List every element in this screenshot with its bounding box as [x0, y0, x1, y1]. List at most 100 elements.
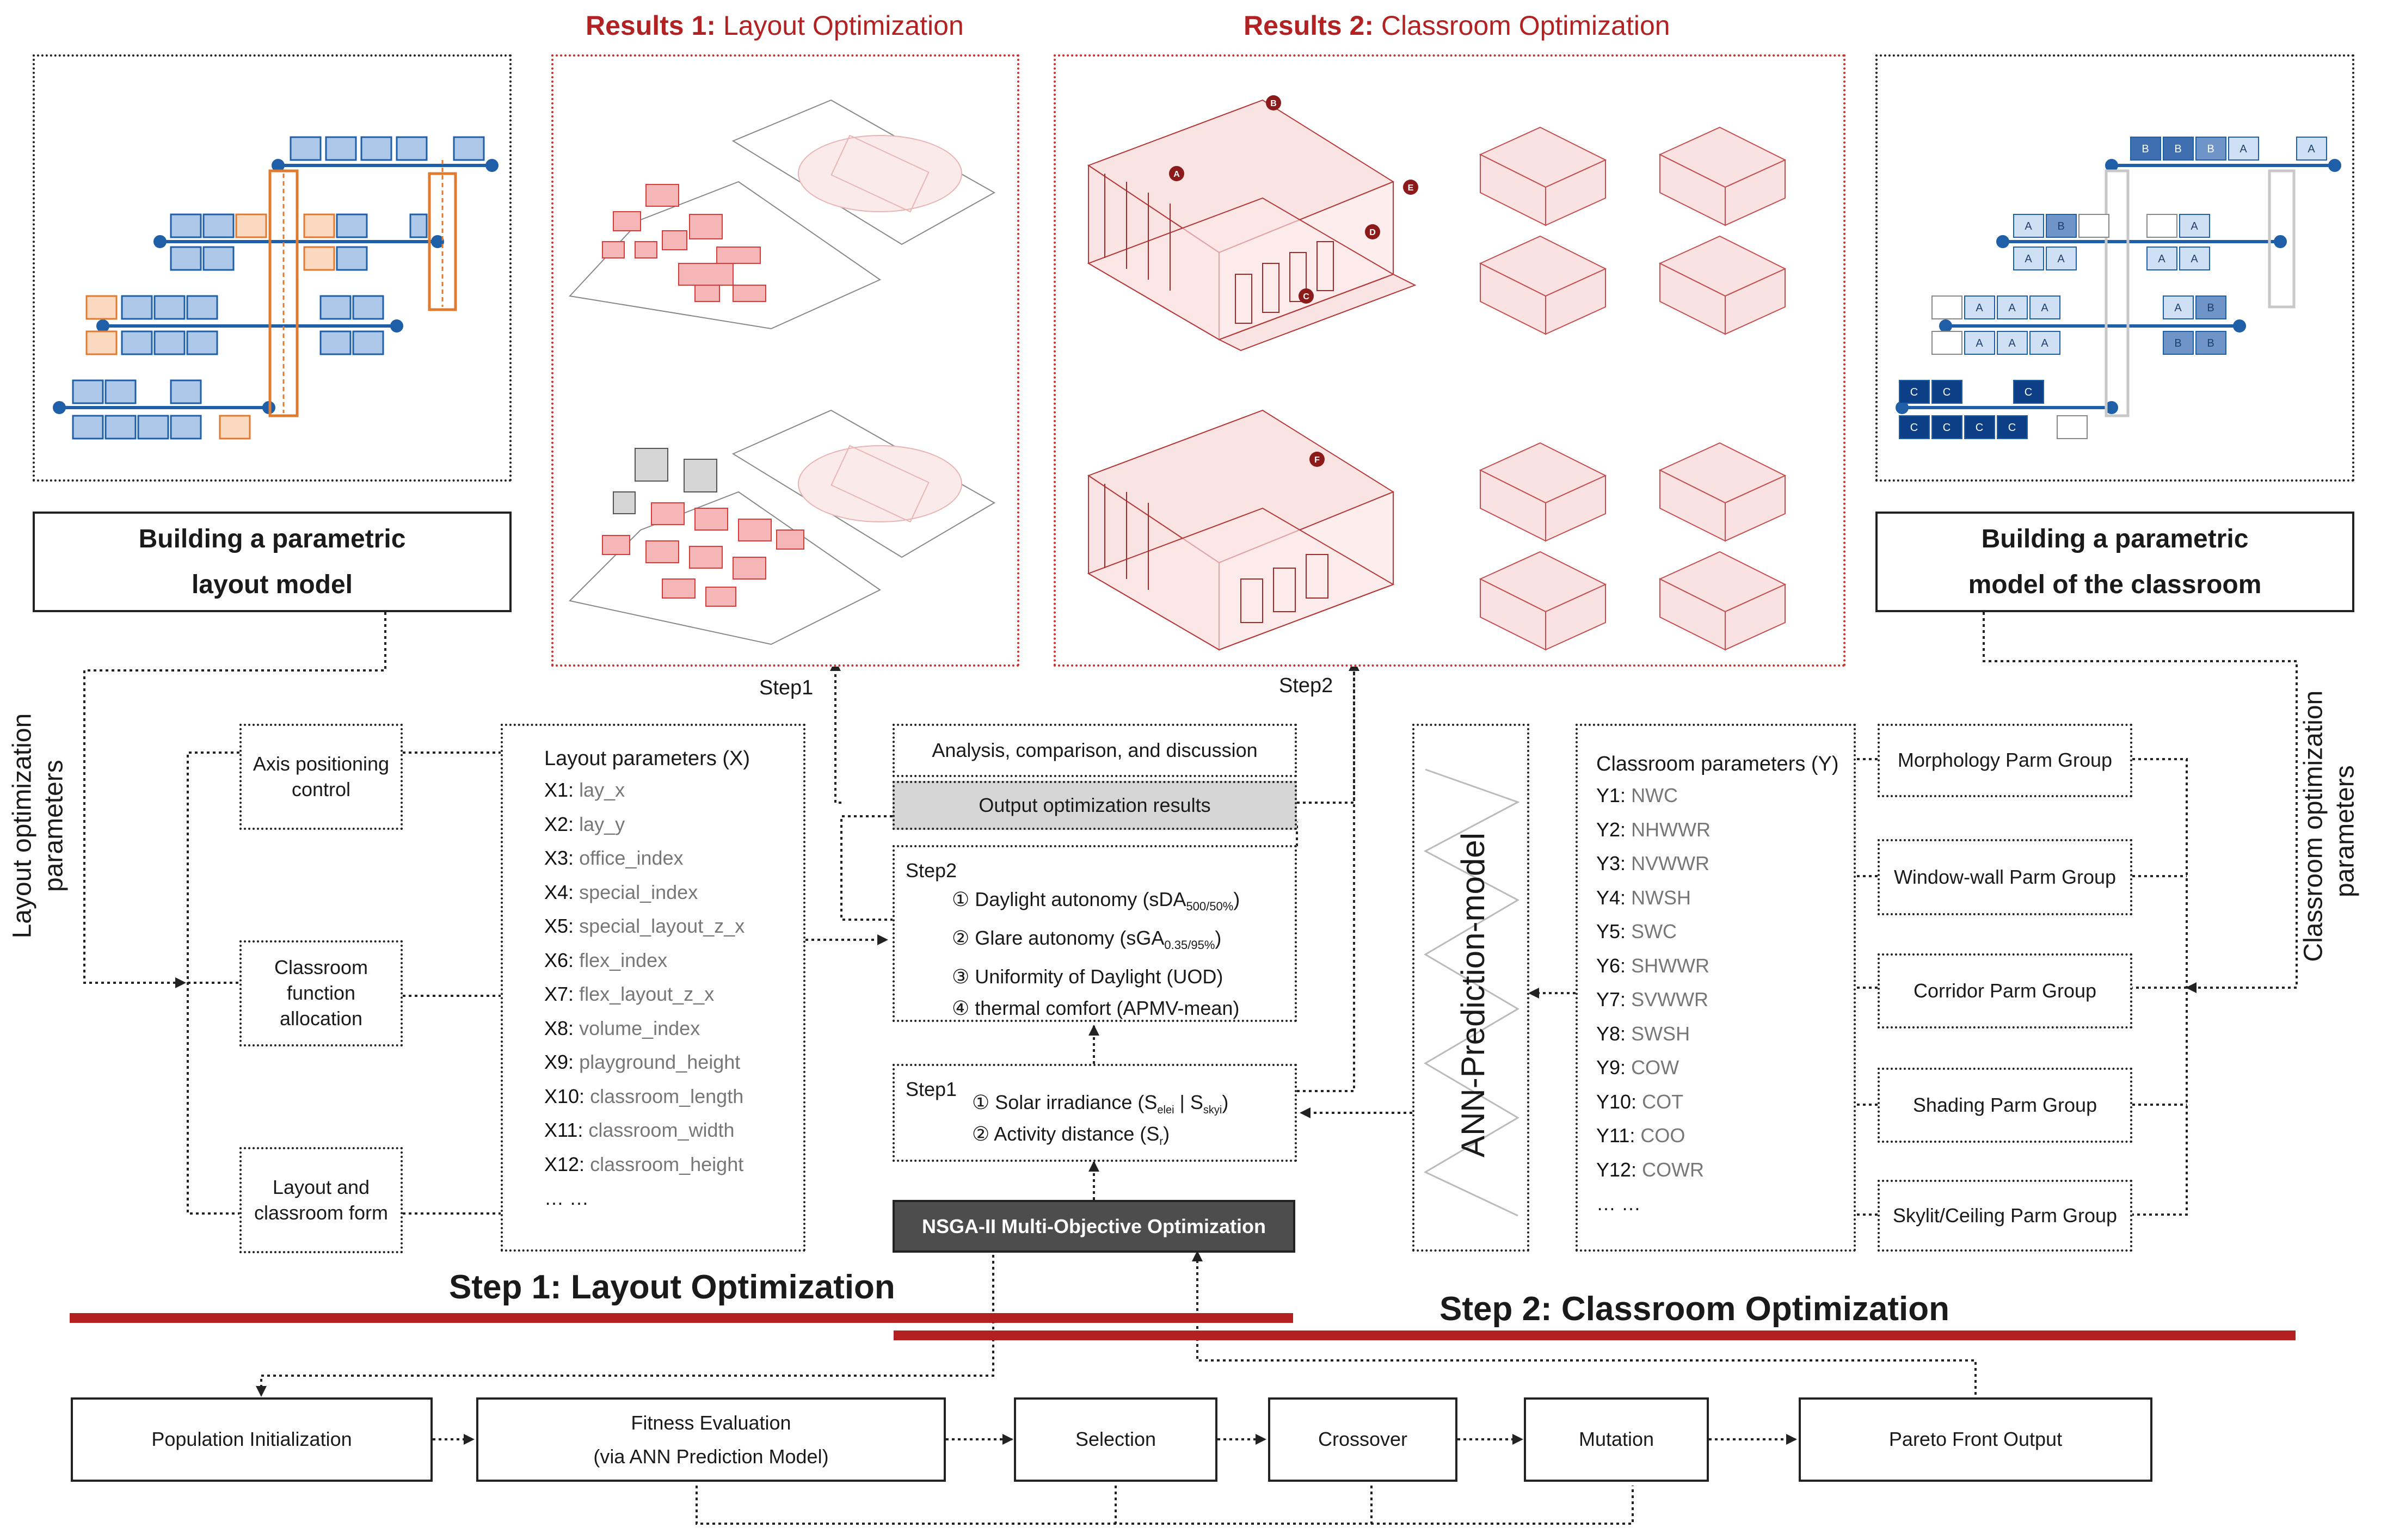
marker-f: F — [1314, 455, 1320, 465]
layout-model-line1: Building a parametric — [138, 524, 406, 553]
step1-objectives-box: Step1 ① Solar irradiance (Selei | Sskyi)… — [893, 1064, 1297, 1162]
pareto-front-output-box: Pareto Front Output — [1799, 1397, 2152, 1482]
layout-param-value: lay_x — [579, 779, 625, 802]
classroom-param-value: SWC — [1631, 920, 1677, 943]
layout-param-key: X9: — [544, 1051, 574, 1074]
layout-params-title: Layout parameters (X) — [544, 747, 750, 770]
classroom-param-item: Y12: COWR — [1596, 1153, 1854, 1187]
svg-text:A: A — [2158, 253, 2165, 265]
layout-plan-thumbnail — [33, 54, 512, 482]
layout-param-key: X2: — [544, 812, 574, 835]
layout-param-value: lay_y — [579, 812, 625, 835]
objective-thermal-comfort: ④ thermal comfort (APMV-mean) — [952, 997, 1240, 1020]
classroom-plan-thumbnail: B B B A A A B A A A A A A A A A B A A A … — [1875, 54, 2354, 482]
classroom-param-key: Y6: — [1596, 954, 1626, 977]
layout-param-key: X3: — [544, 847, 574, 870]
layout-param-item: X7: flex_layout_z_x — [544, 977, 803, 1012]
classroom-param-value: NWC — [1631, 784, 1678, 807]
classroom-plan-graphic: B B B A A A B A A A A A A A A A B A A A … — [1896, 137, 2341, 439]
layout-param-item: X1: lay_x — [544, 773, 803, 808]
classroom-param-key: Y5: — [1596, 920, 1626, 943]
step2-title: Step 2: Classroom Optimization — [1439, 1290, 1950, 1328]
objective-activity-distance: ② Activity distance (Sr) — [972, 1123, 1170, 1148]
svg-text:A: A — [1976, 302, 1983, 314]
marker-c: C — [1303, 292, 1309, 301]
ann-label: ANN-Prediction-model — [1455, 833, 1491, 1157]
classroom-param-item: Y7: SVWWR — [1596, 983, 1854, 1017]
classroom-param-item: Y5: SWC — [1596, 915, 1854, 949]
step1-marker: Step1 — [759, 676, 814, 699]
svg-text:C: C — [2025, 386, 2032, 398]
layout-param-value: special_layout_z_x — [579, 915, 745, 938]
svg-text:A: A — [2041, 302, 2048, 314]
classroom-params-title: Classroom parameters (Y) — [1596, 753, 1839, 775]
svg-text:C: C — [2008, 422, 2016, 434]
classroom-param-key: Y8: — [1596, 1022, 1626, 1045]
classroom-model-line1: Building a parametric — [1981, 524, 2249, 553]
layout-param-key: X12: — [544, 1153, 585, 1175]
classroom-param-key: Y12: — [1596, 1158, 1637, 1181]
layout-params-ellipsis: … … — [544, 1187, 589, 1210]
layout-param-item: X12: classroom_height — [544, 1148, 803, 1182]
analysis-box: Analysis, comparison, and discussion — [893, 724, 1297, 777]
classroom-param-value: COO — [1640, 1124, 1685, 1147]
svg-text:A: A — [2057, 253, 2065, 265]
classroom-param-key: Y9: — [1596, 1056, 1626, 1079]
ann-zigzag — [1423, 768, 1520, 1217]
marker-a: A — [1173, 170, 1180, 179]
layout-param-key: X8: — [544, 1017, 574, 1039]
crossover-box: Crossover — [1268, 1397, 1457, 1482]
layout-param-item: X3: office_index — [544, 841, 803, 876]
step1-title: Step 1: Layout Optimization — [449, 1268, 895, 1306]
classroom-param-value: COT — [1642, 1090, 1684, 1113]
layout-param-item: X9: playground_height — [544, 1045, 803, 1080]
classroom-param-key: Y1: — [1596, 784, 1626, 807]
layout-param-value: flex_index — [579, 948, 668, 971]
layout-param-item: X4: special_index — [544, 876, 803, 910]
layout-results-graphic — [568, 99, 996, 645]
layout-plan-graphic — [53, 136, 499, 440]
svg-text:C: C — [1976, 422, 1983, 434]
ann-prediction-model-box: ANN-Prediction-model — [1412, 724, 1529, 1252]
objective-daylight-autonomy: ① Daylight autonomy (sDA500/50%) — [952, 888, 1240, 913]
classroom-param-item: Y10: COT — [1596, 1085, 1854, 1119]
svg-text:C: C — [1910, 422, 1918, 434]
classroom-param-item: Y9: COW — [1596, 1051, 1854, 1085]
objective-uniformity-daylight: ③ Uniformity of Daylight (UOD) — [952, 965, 1223, 988]
classroom-param-item: Y1: NWC — [1596, 779, 1854, 813]
layout-model-line2: layout model — [191, 570, 353, 599]
classroom-param-value: SVWWR — [1631, 988, 1709, 1011]
svg-text:A: A — [2174, 302, 2182, 314]
layout-param-key: X1: — [544, 779, 574, 802]
layout-param-value: office_index — [579, 847, 684, 870]
parametric-classroom-model-box: Building a parametric model of the class… — [1875, 512, 2354, 612]
svg-text:B: B — [2207, 143, 2214, 155]
window-wall-parm-group-box: Window-wall Parm Group — [1878, 839, 2132, 915]
classroom-param-value: NWSH — [1631, 886, 1691, 909]
classroom-param-key: Y2: — [1596, 818, 1626, 841]
layout-param-key: X7: — [544, 983, 574, 1006]
classroom-param-key: Y11: — [1596, 1124, 1635, 1147]
svg-text:A: A — [2025, 253, 2032, 265]
layout-param-value: playground_height — [579, 1051, 741, 1074]
classroom-results-graphic: A B E D C F — [1087, 95, 1787, 651]
step2-box-title: Step2 — [906, 859, 957, 882]
skylit-ceiling-parm-group-box: Skylit/Ceiling Parm Group — [1878, 1180, 2132, 1252]
svg-text:B: B — [2142, 143, 2149, 155]
svg-text:B: B — [2174, 143, 2181, 155]
objective-solar-irradiance: ① Solar irradiance (Selei | Sskyi) — [972, 1091, 1229, 1117]
classroom-param-value: NHWWR — [1631, 818, 1711, 841]
svg-text:B: B — [2057, 220, 2064, 232]
parametric-layout-model-box: Building a parametric layout model — [33, 512, 512, 612]
step2-bar — [894, 1330, 2296, 1340]
classroom-param-item: Y2: NHWWR — [1596, 813, 1854, 847]
population-initialization-box: Population Initialization — [71, 1397, 433, 1482]
layout-param-value: classroom_length — [590, 1085, 744, 1107]
classroom-optimization-parameters-label: Classroom optimization parameters — [2299, 690, 2359, 962]
